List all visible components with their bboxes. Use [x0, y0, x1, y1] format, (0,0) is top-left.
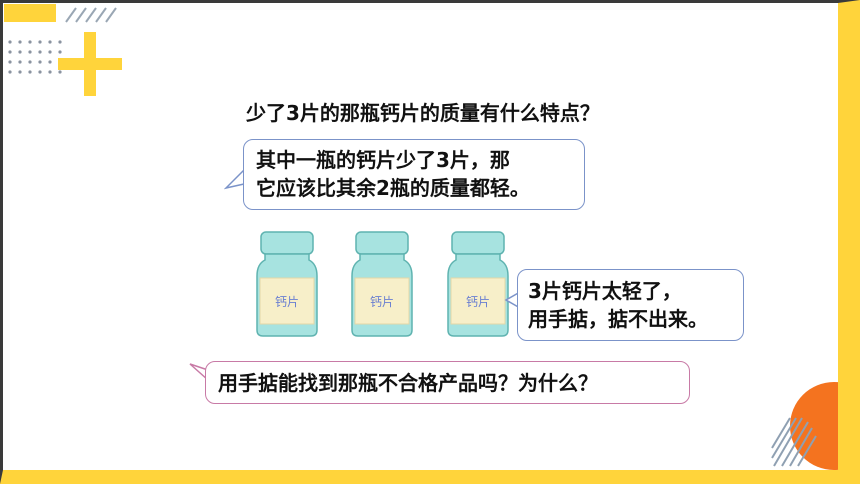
speech-bubble-bottom: 用手掂能找到那瓶不合格产品吗？为什么？: [205, 361, 690, 404]
bubble-tail: [504, 291, 521, 309]
bottle-label: 钙片: [370, 295, 394, 309]
bottle-label: 钙片: [466, 295, 490, 309]
bubble-tail: [189, 363, 209, 381]
calcium-bottle: 钙片: [256, 231, 318, 337]
corner-decoration-top-left: [4, 4, 122, 96]
bubble-tail: [224, 169, 245, 190]
bubble-text-line: 用手掂，掂不出来。: [528, 307, 708, 331]
bubble-text-line: 3片钙片太轻了，: [528, 279, 682, 303]
question-text: 少了3片的那瓶钙片的质量有什么特点？: [246, 101, 600, 125]
calcium-bottle: 钙片: [447, 231, 509, 337]
calcium-bottle: 钙片: [351, 231, 413, 337]
bubble-text: 用手掂能找到那瓶不合格产品吗？为什么？: [218, 371, 598, 395]
speech-bubble-right: 3片钙片太轻了， 用手掂，掂不出来。: [517, 269, 744, 341]
bubble-text-line: 它应该比其余2瓶的质量都轻。: [256, 176, 530, 200]
speech-bubble-top: 其中一瓶的钙片少了3片，那 它应该比其余2瓶的质量都轻。: [243, 139, 585, 210]
bubble-text-line: 其中一瓶的钙片少了3片，那: [256, 148, 510, 172]
bottle-label: 钙片: [275, 295, 299, 309]
corner-decoration-bottom-right: [771, 382, 838, 470]
